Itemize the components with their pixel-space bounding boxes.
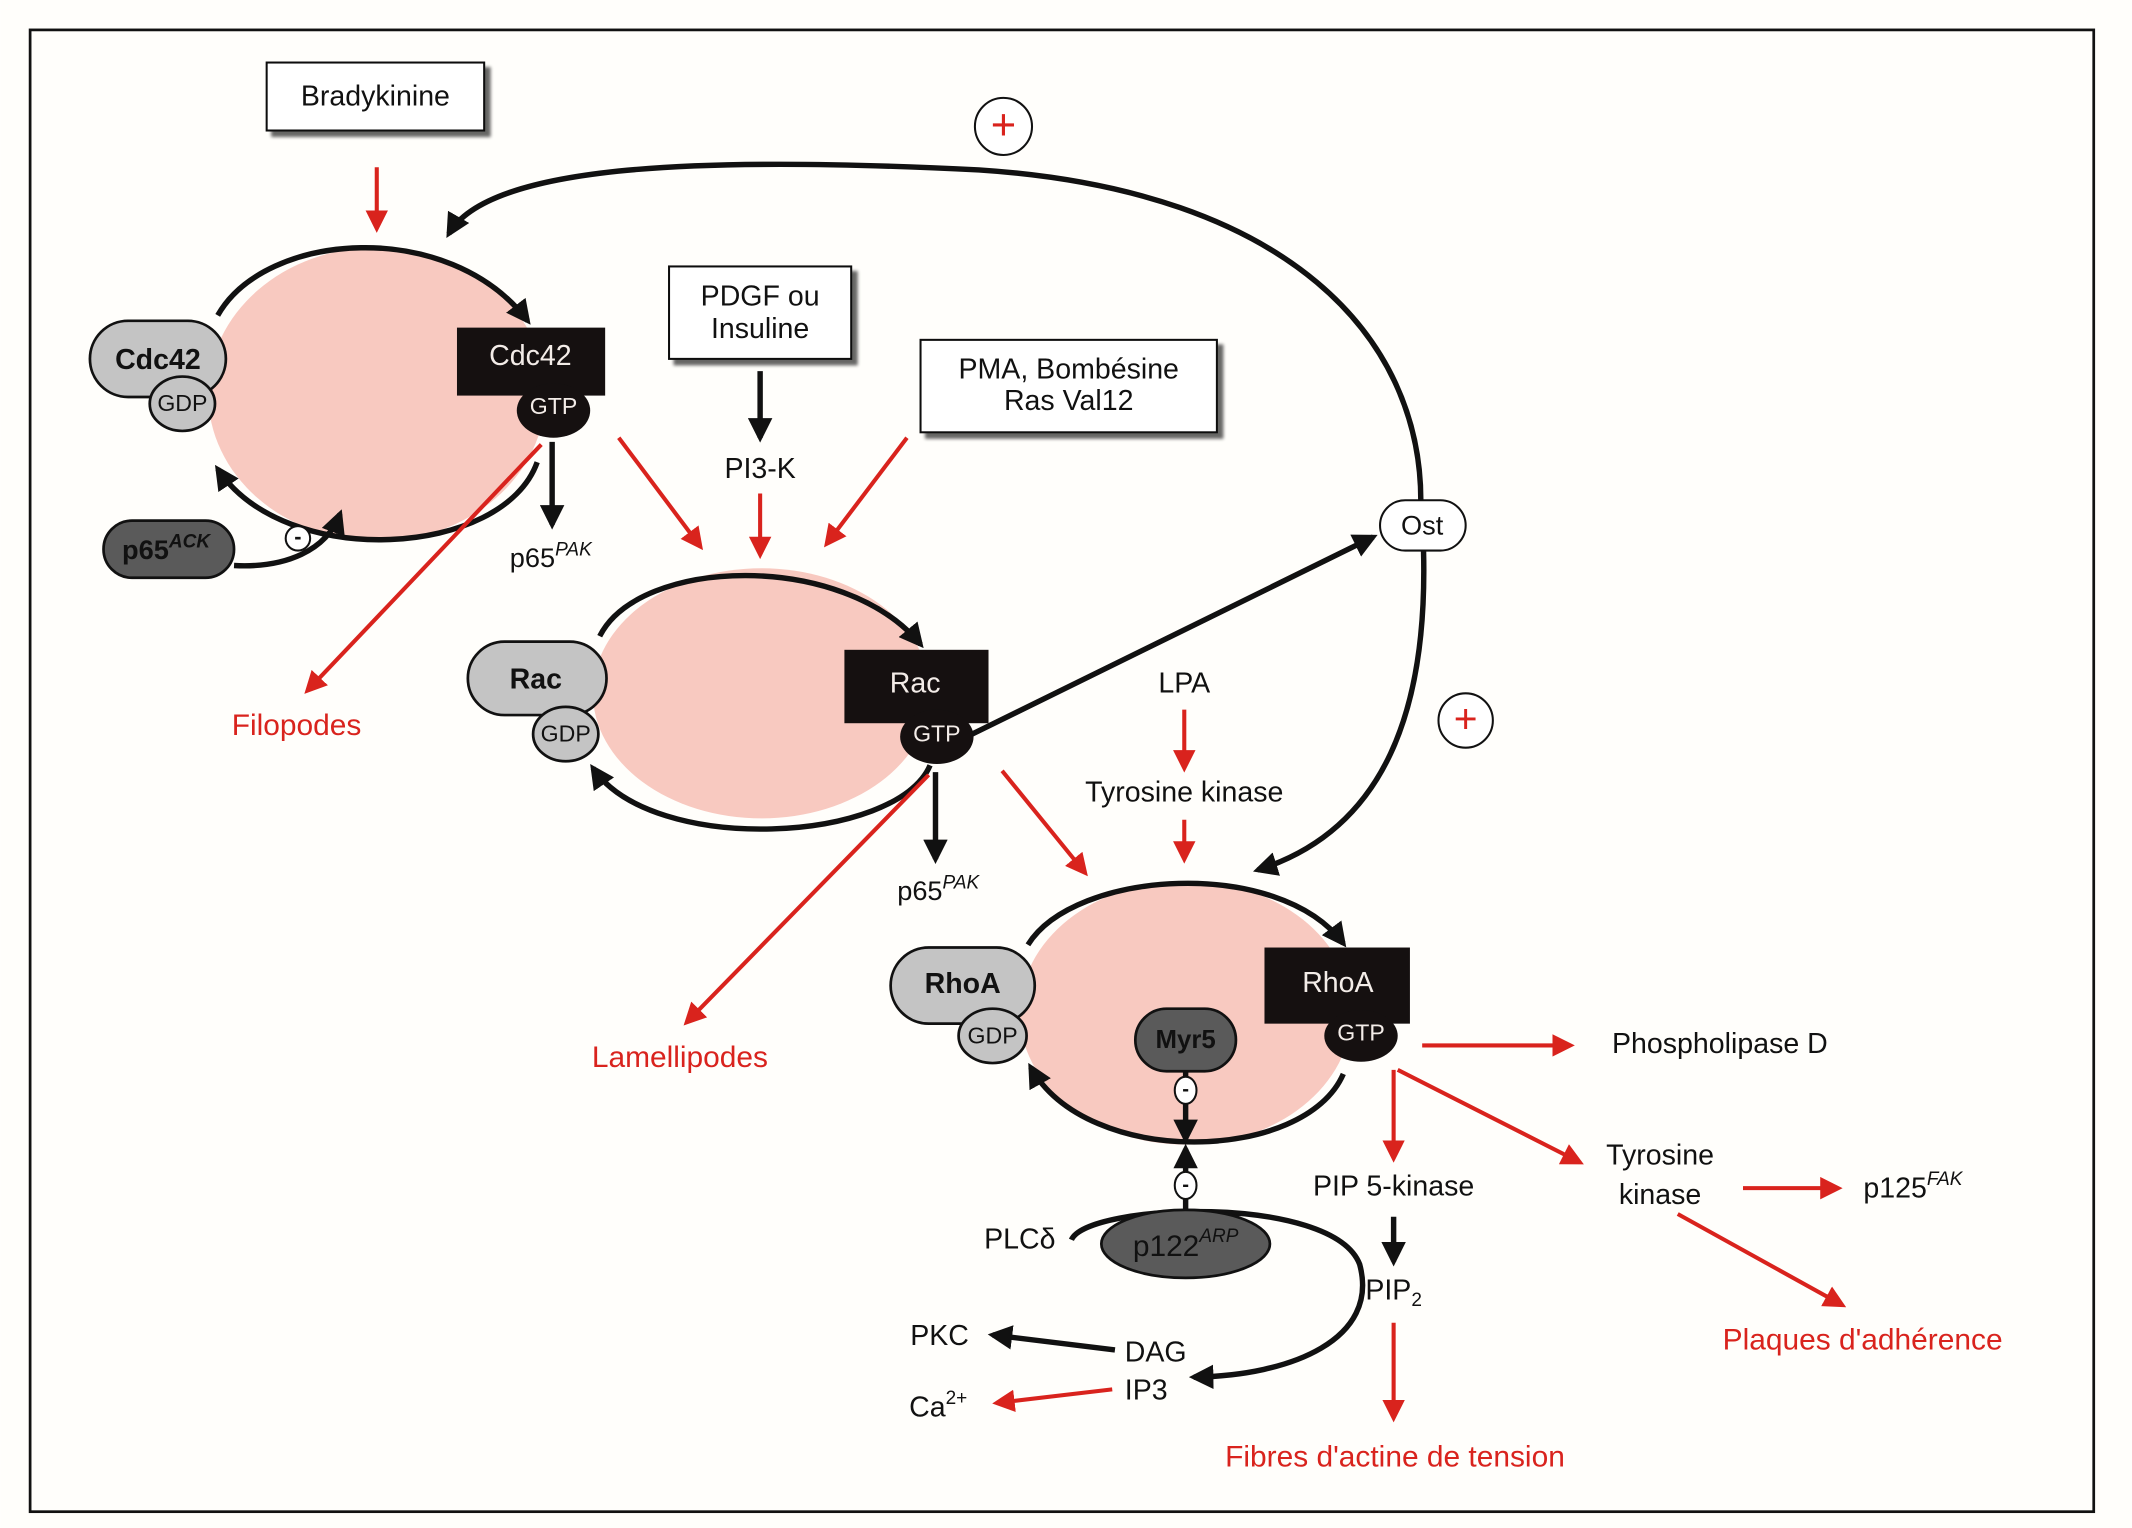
plaques-label: Plaques d'adhérence — [1723, 1324, 2003, 1357]
tyrosine-kinase-line2: kinase — [1619, 1179, 1701, 1211]
rac-gdp-protein-label: Rac — [510, 664, 562, 696]
ost-to-rhoa-arc — [1253, 550, 1427, 876]
pdgf-insuline-stimulus: PDGF ou Insuline — [668, 265, 853, 360]
phospholipase-d-label: Phospholipase D — [1612, 1028, 1828, 1060]
pkc-label: PKC — [910, 1320, 969, 1352]
pma-stimulus: PMA, Bombésine Ras Val12 — [919, 338, 1218, 434]
rac-inactivation-arc — [590, 764, 933, 832]
rac-gdp-protein — [466, 640, 608, 717]
lamellipodes-label: Lamellipodes — [592, 1041, 768, 1074]
bradykinine-stimulus: Bradykinine — [265, 61, 486, 132]
bradykinine-label: Bradykinine — [301, 80, 450, 112]
rhoa-gtp-badge — [1324, 1010, 1398, 1062]
rhoa-to-tyrosine-kinase-arrow — [1396, 1068, 1584, 1165]
p65pak-rac-label: p65PAK — [897, 873, 980, 907]
rhoa-gtp-label: GTP — [1337, 1020, 1385, 1046]
rhoa-activation-arc — [1025, 880, 1347, 948]
rac-gdp-label: GDP — [541, 721, 591, 747]
dag-label: DAG — [1125, 1337, 1187, 1369]
cdc42-gtp-protein — [456, 327, 606, 396]
rac-cycle-fill — [592, 568, 931, 819]
p65ack-sup: ACK — [168, 531, 211, 552]
plc-delta-label: PLCδ — [984, 1224, 1055, 1256]
pma-label-line1: PMA, Bombésine — [959, 354, 1179, 386]
p122-minus-badge — [1173, 1170, 1198, 1201]
pi3k-label: PI3-K — [724, 453, 795, 485]
myr5-minus-badge — [1173, 1075, 1198, 1105]
pma-label-line2: Ras Val12 — [1004, 385, 1134, 417]
rhoa-cycle: RhoA GDP RhoA GTP Myr5 — [889, 880, 1410, 1145]
cdc42-to-rac-arrow — [617, 436, 704, 551]
p65ack-label: p65ACK — [122, 531, 211, 565]
p65ack-inhibitor: p65ACK - — [102, 509, 345, 580]
cdc42-gdp-badge — [148, 375, 217, 433]
p65pak-cdc42-label: p65PAK — [510, 540, 593, 574]
bradykinine-box — [265, 61, 486, 132]
rac-gtp-badge — [900, 709, 974, 764]
rac-gtp-label: GTP — [913, 721, 961, 747]
pdgf-label-line2: Insuline — [711, 313, 809, 345]
cdc42-to-filopodes-arrow — [304, 443, 543, 694]
p122-minus-label: - — [1182, 1174, 1189, 1196]
lpa-label: LPA — [1158, 668, 1210, 700]
filopodes-label: Filopodes — [232, 709, 362, 742]
tyrosine-kinase-to-plaques-arrow — [1676, 1212, 1847, 1308]
rac-gdp-badge — [531, 705, 600, 763]
lpa-tyrosine-kinase-label: Tyrosine kinase — [1085, 776, 1283, 808]
cdc42-activation-arc — [215, 245, 531, 325]
pma-to-rac-arrow — [824, 436, 909, 548]
p122arp-label: p122ARP — [1133, 1226, 1239, 1263]
rhoa-gtp-protein — [1264, 947, 1410, 1024]
ost-to-cdc42-feedback-arc — [446, 161, 1424, 501]
p125fak-label: p125FAK — [1863, 1169, 1963, 1204]
p65ack-minus-label: - — [294, 524, 301, 549]
rac-gtp-protein — [844, 649, 989, 724]
top-plus-label: + — [991, 101, 1016, 149]
rhoa-gdp-badge — [957, 1007, 1028, 1065]
ip3-label: IP3 — [1125, 1375, 1168, 1407]
myr5-label: Myr5 — [1155, 1026, 1215, 1054]
myr5-minus-label: - — [1182, 1079, 1189, 1101]
rhoa-gdp-protein-label: RhoA — [925, 968, 1001, 1000]
cdc42-gtp-protein-label: Cdc42 — [489, 340, 571, 372]
top-plus-badge — [973, 96, 1034, 156]
right-plus-label: + — [1454, 696, 1478, 742]
pdgf-box — [668, 265, 853, 360]
pdgf-label-line1: PDGF ou — [701, 280, 820, 312]
calcium-label: Ca2+ — [909, 1388, 967, 1423]
rhoa-gdp-label: GDP — [968, 1022, 1018, 1048]
cdc42-gtp-badge — [516, 383, 591, 438]
pip2-label: PIP2 — [1365, 1274, 1422, 1311]
cdc42-cycle-fill — [208, 247, 546, 542]
rac-activation-arc — [597, 572, 924, 649]
rac-gtp-protein-label: Rac — [890, 668, 941, 700]
figure-frame — [28, 28, 2096, 1514]
pip5k-label: PIP 5-kinase — [1313, 1171, 1474, 1203]
tyrosine-kinase-line1: Tyrosine — [1606, 1139, 1714, 1171]
p65ack-to-cdc42-arrow — [233, 509, 345, 569]
ost-label: Ost — [1401, 510, 1444, 541]
rac-cycle: Rac GDP Rac GTP — [466, 568, 989, 832]
cdc42-gdp-label: GDP — [157, 390, 207, 416]
cdc42-inactivation-arc — [214, 461, 540, 543]
ip3-to-calcium-arrow — [992, 1387, 1113, 1412]
cdc42-gdp-protein-label: Cdc42 — [115, 344, 201, 376]
p65ack-pill — [102, 519, 236, 580]
pma-box — [919, 338, 1218, 434]
cdc42-gtp-label: GTP — [530, 393, 578, 419]
p65ack-minus-badge — [284, 525, 312, 552]
rac-to-rhoa-arrow — [1000, 769, 1088, 877]
rhoa-gtp-protein-label: RhoA — [1302, 967, 1373, 999]
fibres-label: Fibres d'actine de tension — [1225, 1441, 1565, 1474]
p122arp-node — [1099, 1208, 1272, 1280]
right-plus-badge — [1437, 692, 1494, 749]
rac-to-ost-arrow — [970, 534, 1378, 737]
dag-to-pkc-arrow — [987, 1325, 1116, 1353]
rac-to-lamellipodes-arrow — [683, 773, 931, 1026]
ost-node — [1379, 499, 1467, 552]
cdc42-cycle: Cdc42 GDP Cdc42 GTP — [88, 245, 606, 543]
